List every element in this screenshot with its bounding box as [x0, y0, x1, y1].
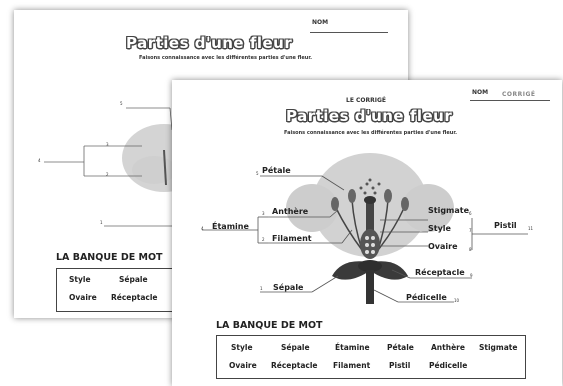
label-receptacle: Réceptacle	[415, 268, 465, 277]
word-bank-item: Sépale	[281, 343, 310, 352]
page-subtitle: Faisons connaissance avec les différente…	[139, 55, 312, 61]
label-number: 6	[469, 211, 472, 216]
pedicel-shape	[366, 270, 374, 304]
anther-shape	[401, 197, 409, 211]
leader-lines	[202, 175, 528, 303]
label-number: 2	[262, 237, 265, 242]
word-bank-item: Pétale	[387, 343, 414, 352]
word-bank-item: Filament	[333, 361, 371, 370]
label-number: 3	[262, 211, 265, 216]
label-number: 7	[469, 228, 472, 233]
label-number: 4	[201, 226, 204, 231]
word-bank-item: Ovaire	[229, 361, 257, 370]
word-bank-item: Stigmate	[479, 343, 518, 352]
nom-line	[470, 100, 550, 101]
page-subtitle: Faisons connaissance avec les différente…	[284, 130, 457, 136]
anther-shape	[331, 197, 339, 211]
anther-shape	[348, 189, 356, 203]
petal-shape	[132, 156, 176, 184]
label-petale: Pétale	[262, 166, 291, 175]
word-bank-title: LA BANQUE DE MOT	[216, 320, 323, 331]
nom-value: CORRIGÉ	[502, 91, 536, 98]
word-bank-item: Réceptacle	[111, 293, 158, 302]
word-bank-item: Style	[231, 343, 253, 352]
word-bank-item: Étamine	[335, 343, 370, 352]
page-title: Parties d'une fleur	[126, 34, 293, 52]
word-bank-item: Ovaire	[69, 293, 97, 302]
word-bank-item: Pédicelle	[429, 361, 468, 370]
anther-shape	[384, 189, 392, 203]
stigma-shape	[364, 196, 376, 204]
flower-diagram	[202, 153, 528, 304]
label-pedicelle: Pédicelle	[406, 293, 447, 302]
label-number: 2	[106, 172, 109, 177]
label-anthere: Anthère	[272, 207, 309, 216]
word-bank-box: Style Sépale Étamine Pétale Anthère Stig…	[216, 335, 526, 379]
word-bank-item: Style	[69, 275, 91, 284]
nom-label: NOM	[472, 89, 489, 96]
label-etamine: Étamine	[212, 222, 249, 231]
label-pistil: Pistil	[494, 221, 517, 230]
pollen-dots	[359, 178, 381, 195]
answer-key-worksheet: LE CORRIGÉ NOM CORRIGÉ Parties d'une fle…	[172, 80, 562, 386]
word-bank-item: Sépale	[119, 275, 148, 284]
page-title: Parties d'une fleur	[286, 107, 453, 125]
label-number: 4	[38, 158, 41, 163]
word-bank-item: Pistil	[389, 361, 411, 370]
label-number: 3	[106, 142, 109, 147]
ovules	[365, 236, 375, 254]
word-bank-item: Réceptacle	[271, 361, 318, 370]
nom-label: NOM	[312, 19, 329, 26]
word-bank-item: Anthère	[431, 343, 465, 352]
label-number: 9	[470, 273, 473, 278]
petal-shape	[286, 184, 338, 232]
label-number: 8	[469, 247, 472, 252]
label-filament: Filament	[272, 234, 312, 243]
nom-line	[310, 32, 388, 33]
label-sepale: Sépale	[273, 283, 304, 292]
label-style: Style	[428, 224, 451, 233]
label-number: 5	[120, 101, 123, 106]
label-number: 1	[100, 220, 103, 225]
label-number: 1	[260, 286, 263, 291]
label-ovaire: Ovaire	[428, 242, 458, 251]
pistil-stem	[163, 149, 167, 186]
style-shape	[366, 202, 374, 232]
label-number: 11	[528, 226, 534, 231]
label-number: 5	[256, 171, 259, 176]
ovary-shape	[360, 229, 380, 259]
answer-key-label: LE CORRIGÉ	[346, 97, 387, 104]
label-stigmate: Stigmate	[428, 206, 470, 215]
receptacle-shape	[358, 260, 382, 272]
leader-line	[169, 107, 173, 131]
label-number: 10	[454, 298, 460, 303]
word-bank-title: LA BANQUE DE MOT	[56, 252, 163, 263]
